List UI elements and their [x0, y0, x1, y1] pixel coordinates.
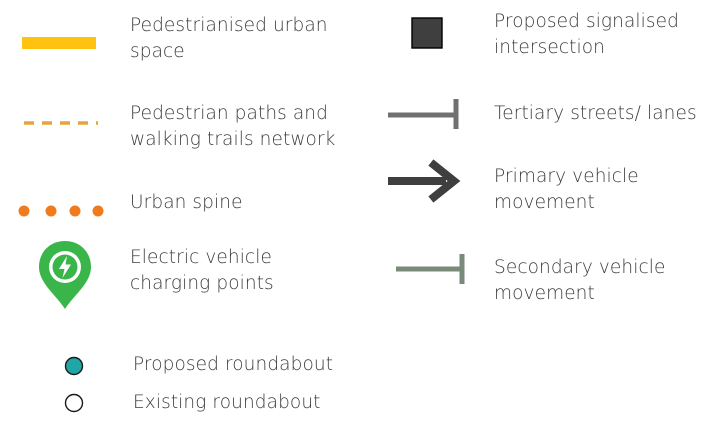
signalised-intersection-label: Proposed signalised intersection [494, 11, 679, 58]
tertiary-streets-label: Tertiary streets/ lanes [494, 103, 697, 124]
pedestrian-paths-label: Pedestrian paths and walking trails netw… [130, 103, 336, 150]
urban-spine-label: Urban spine [130, 192, 243, 213]
existing-roundabout-label: Existing roundabout [133, 392, 321, 413]
primary-vehicle-arrow-icon [388, 159, 461, 203]
ev-charging-pin-icon [39, 241, 91, 309]
pedestrianised-space-label: Pedestrianised urban space [130, 15, 328, 62]
secondary-vehicle-label: Secondary vehicle movement [494, 257, 666, 304]
pedestrian-paths-symbol [24, 121, 98, 125]
proposed-roundabout-symbol [64, 356, 84, 376]
primary-vehicle-label: Primary vehicle movement [494, 166, 639, 213]
urban-spine-symbol [18, 205, 104, 217]
signalised-intersection-symbol [411, 17, 443, 49]
secondary-vehicle-symbol [396, 254, 465, 284]
ev-charging-label: Electric vehicle charging points [130, 247, 274, 294]
proposed-roundabout-label: Proposed roundabout [133, 354, 334, 375]
tertiary-streets-symbol [388, 99, 459, 129]
existing-roundabout-symbol [64, 393, 84, 413]
pedestrianised-space-symbol [22, 37, 96, 49]
